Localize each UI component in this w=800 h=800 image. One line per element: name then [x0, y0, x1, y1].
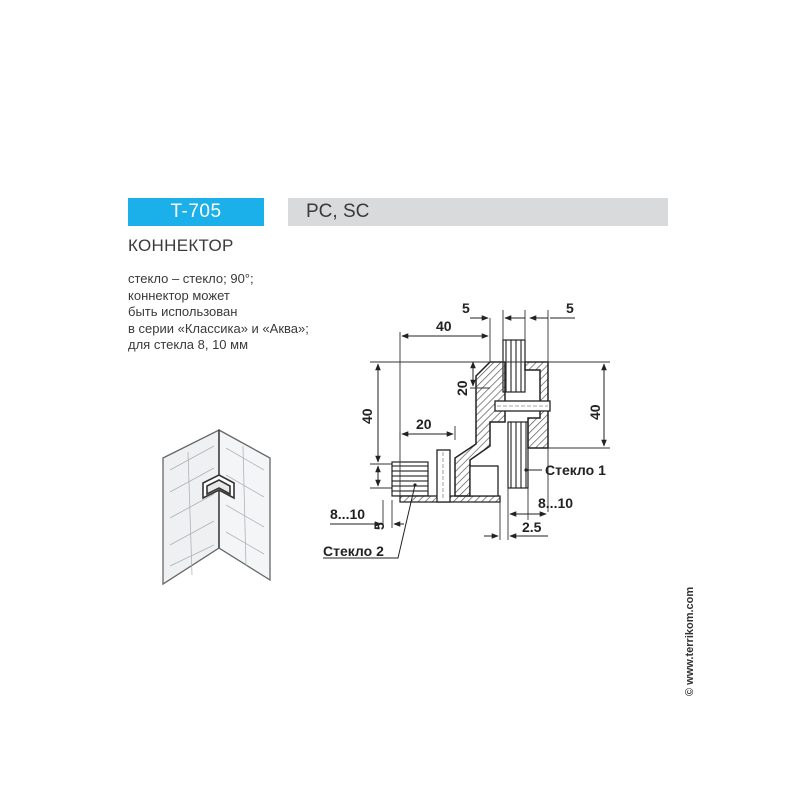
glass-1-lower [507, 421, 529, 489]
dim-40-top: 40 [436, 318, 452, 334]
description-line: для стекла 8, 10 мм [128, 337, 249, 352]
description-line: коннектор может [128, 287, 230, 303]
label-glass-1: Стекло 1 [545, 462, 606, 478]
description-line: стекло – стекло; 90°; [128, 271, 254, 286]
dim-40-right: 40 [587, 404, 603, 420]
dim-40-left: 40 [359, 408, 375, 424]
label-glass-2: Стекло 2 [323, 543, 384, 559]
glass-1-upper [502, 339, 526, 393]
dim-5-right: 5 [566, 300, 574, 316]
dim-20-vertical: 20 [454, 380, 470, 396]
dim-5-left: 5 [462, 300, 470, 316]
dim-8-10-right: 8...10 [538, 495, 573, 511]
bolt-2 [436, 449, 451, 503]
dim-8-10-bottom: 8...10 [330, 506, 365, 522]
connector-sketch [162, 428, 271, 586]
nut-2 [469, 465, 499, 497]
connector-body-sketch [202, 474, 235, 500]
dim-20-horizontal: 20 [416, 416, 432, 432]
glass-2 [391, 461, 429, 497]
model-badge: T-705 [128, 198, 264, 226]
dim-2-5: 2.5 [522, 519, 542, 535]
description-line: в серии «Классика» и «Аква»; [128, 320, 309, 336]
product-title: КОННЕКТОР [128, 236, 234, 255]
dim-5-bottom: 5 [371, 522, 387, 530]
description-line: быть использован [128, 304, 238, 319]
connector-outer-plate [524, 361, 549, 449]
product-description: стекло – стекло; 90°; коннектор может бы… [128, 271, 309, 354]
copyright-notice: © www.terrikom.com [684, 586, 696, 696]
series-bar: PC, SC [288, 198, 668, 226]
section-drawing: 5 5 40 40 40 20 20 8...10 5 8...10 2.5 С… [323, 300, 610, 559]
